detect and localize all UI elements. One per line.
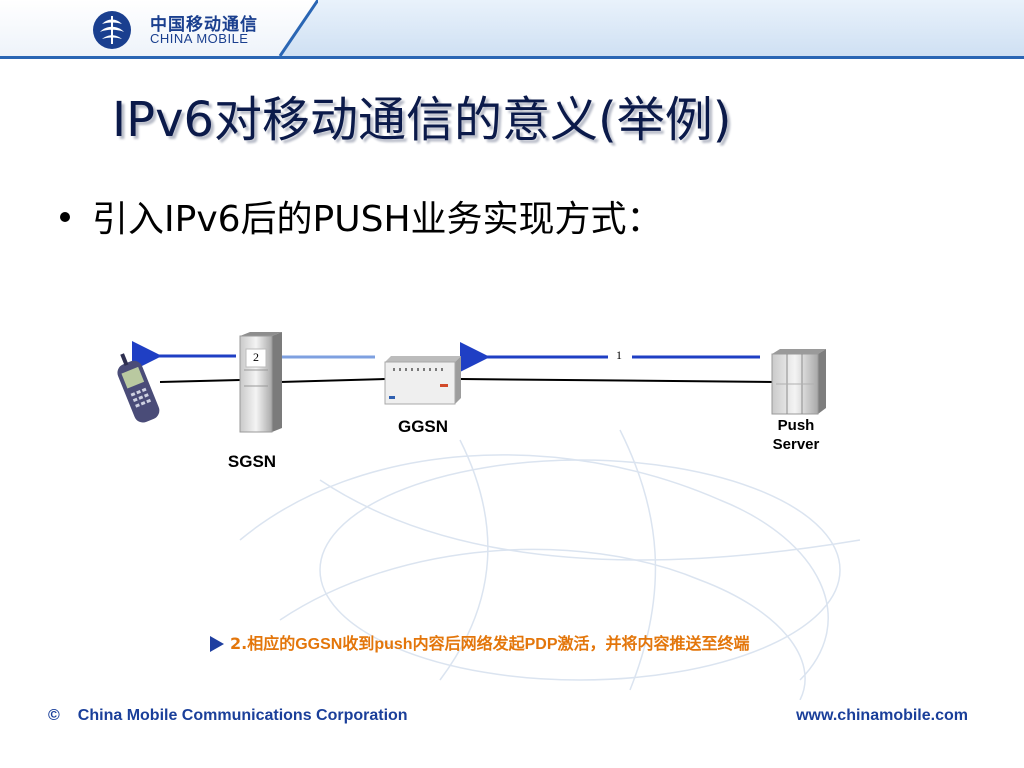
bullet-dot-icon <box>60 212 70 222</box>
header-band: 中国移动通信 CHINA MOBILE <box>0 0 1024 59</box>
caption-push: push <box>374 636 413 653</box>
mobile-phone-icon <box>117 353 160 423</box>
logo-text-cn: 中国移动通信 <box>150 15 258 35</box>
push-server-label-line1: Push <box>777 417 815 434</box>
step-caption: 2.相应的GGSN收到push内容后网络发起PDP激活，并将内容推送至终端 <box>210 630 750 654</box>
background-swirl-decoration <box>239 429 861 700</box>
china-mobile-logo-icon <box>93 11 131 49</box>
push-server-icon <box>771 349 826 415</box>
bullet-item: 引入IPv6后的PUSH业务实现方式： <box>60 190 663 242</box>
step-1-label: 1 <box>616 348 622 362</box>
caption-mid2: 内容后网络发起 <box>412 634 525 653</box>
page-title: IPv6对移动通信的意义(举例) <box>112 92 732 148</box>
footer-company-name: China Mobile Communications Corporation <box>77 707 408 724</box>
ggsn-router-icon <box>384 356 461 405</box>
caption-pdp: PDP <box>524 636 558 653</box>
header-tab-shape <box>0 0 318 56</box>
caption-suffix: 激活，并将内容推送至终端 <box>557 634 750 653</box>
caption-prefix: 2.相应的 <box>230 634 296 653</box>
push-server-label: Push Server <box>758 416 834 454</box>
footer-website-link[interactable]: www.chinamobile.com <box>796 707 968 724</box>
push-server-label-line2: Server <box>772 436 820 453</box>
step-2-label: 2 <box>253 350 259 364</box>
sgsn-server-icon <box>239 332 282 433</box>
ggsn-label: GGSN <box>397 417 449 436</box>
bullet-text: 引入IPv6后的PUSH业务实现方式： <box>92 199 663 240</box>
sgsn-label: SGSN <box>227 452 277 471</box>
network-links <box>159 378 776 383</box>
caption-mid: 收到 <box>342 634 375 653</box>
play-arrow-icon <box>210 635 224 652</box>
arrow-step-2 <box>132 341 375 371</box>
footer-company: © China Mobile Communications Corporation <box>48 707 408 725</box>
logo-text-en: CHINA MOBILE <box>150 31 249 46</box>
caption-ggsn: GGSN <box>295 636 343 653</box>
copyright-symbol: © <box>48 707 60 724</box>
arrow-step-1 <box>460 342 760 372</box>
